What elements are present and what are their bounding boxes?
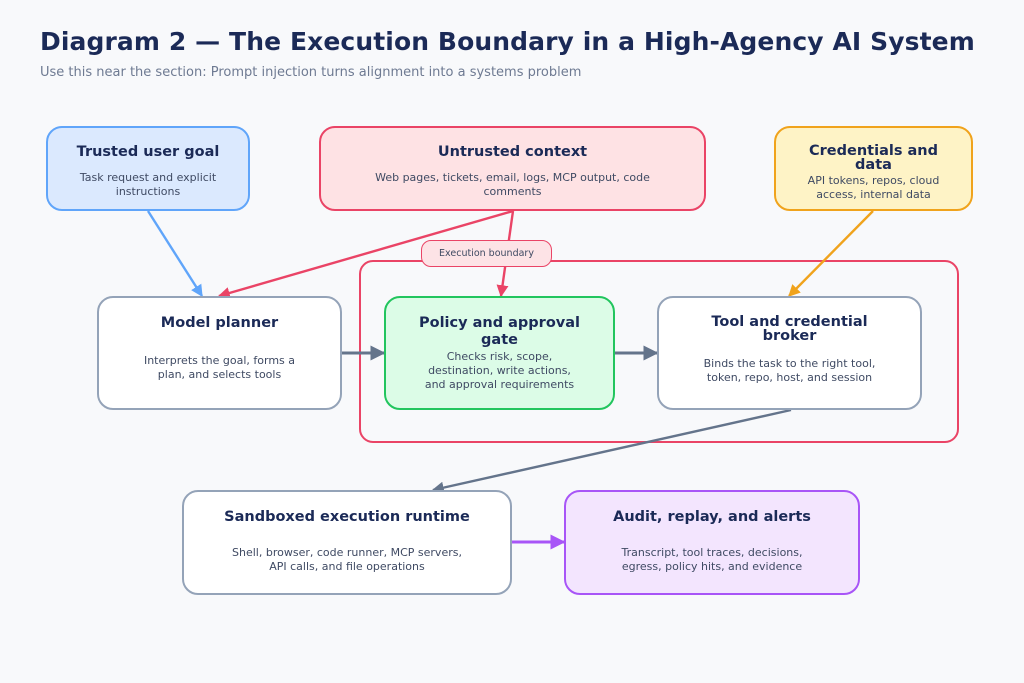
node-title: Audit, replay, and alerts bbox=[613, 509, 811, 525]
node-model-planner[interactable]: Model planner Interprets the goal, forms… bbox=[97, 296, 342, 410]
node-description: Web pages, tickets, email, logs, MCP out… bbox=[375, 171, 650, 198]
edge-credentials-to-tool-broker bbox=[788, 210, 874, 297]
node-policy-and-approval-gate[interactable]: Policy and approval gate Checks risk, sc… bbox=[384, 296, 615, 410]
node-audit-replay-and-alerts[interactable]: Audit, replay, and alerts Transcript, to… bbox=[564, 490, 860, 595]
node-description: Transcript, tool traces, decisions, egre… bbox=[621, 546, 803, 573]
node-description: Binds the task to the right tool, token,… bbox=[703, 357, 876, 384]
node-description: API tokens, repos, cloud access, interna… bbox=[807, 174, 940, 201]
page-title: Diagram 2 — The Execution Boundary in a … bbox=[40, 27, 975, 56]
edge-tool-broker-to-sandbox bbox=[431, 408, 792, 494]
page-subtitle: Use this near the section: Prompt inject… bbox=[40, 65, 582, 80]
execution-boundary-label: Execution boundary bbox=[421, 240, 552, 267]
node-description: Interprets the goal, forms a plan, and s… bbox=[143, 354, 296, 381]
node-sandboxed-execution-runtime[interactable]: Sandboxed execution runtime Shell, brows… bbox=[182, 490, 512, 595]
node-title: Policy and approval gate bbox=[418, 315, 581, 348]
node-title: Tool and credential broker bbox=[711, 314, 868, 344]
edge-untrusted-context-to-model-planner bbox=[217, 209, 514, 299]
node-title: Untrusted context bbox=[437, 144, 588, 160]
node-title: Credentials and data bbox=[809, 143, 938, 173]
node-title: Sandboxed execution runtime bbox=[224, 509, 470, 525]
node-title: Model planner bbox=[160, 315, 279, 331]
node-description: Task request and explicit instructions bbox=[79, 171, 217, 198]
node-trusted-user-goal[interactable]: Trusted user goal Task request and expli… bbox=[46, 126, 250, 211]
node-tool-and-credential-broker[interactable]: Tool and credential broker Binds the tas… bbox=[657, 296, 922, 410]
node-title: Trusted user goal bbox=[76, 144, 220, 160]
node-credentials-and-data[interactable]: Credentials and data API tokens, repos, … bbox=[774, 126, 973, 211]
node-untrusted-context[interactable]: Untrusted context Web pages, tickets, em… bbox=[319, 126, 706, 211]
edge-trusted-goal-to-model-planner bbox=[146, 210, 204, 298]
node-description: Checks risk, scope, destination, write a… bbox=[424, 350, 575, 391]
node-description: Shell, browser, code runner, MCP servers… bbox=[232, 546, 462, 573]
